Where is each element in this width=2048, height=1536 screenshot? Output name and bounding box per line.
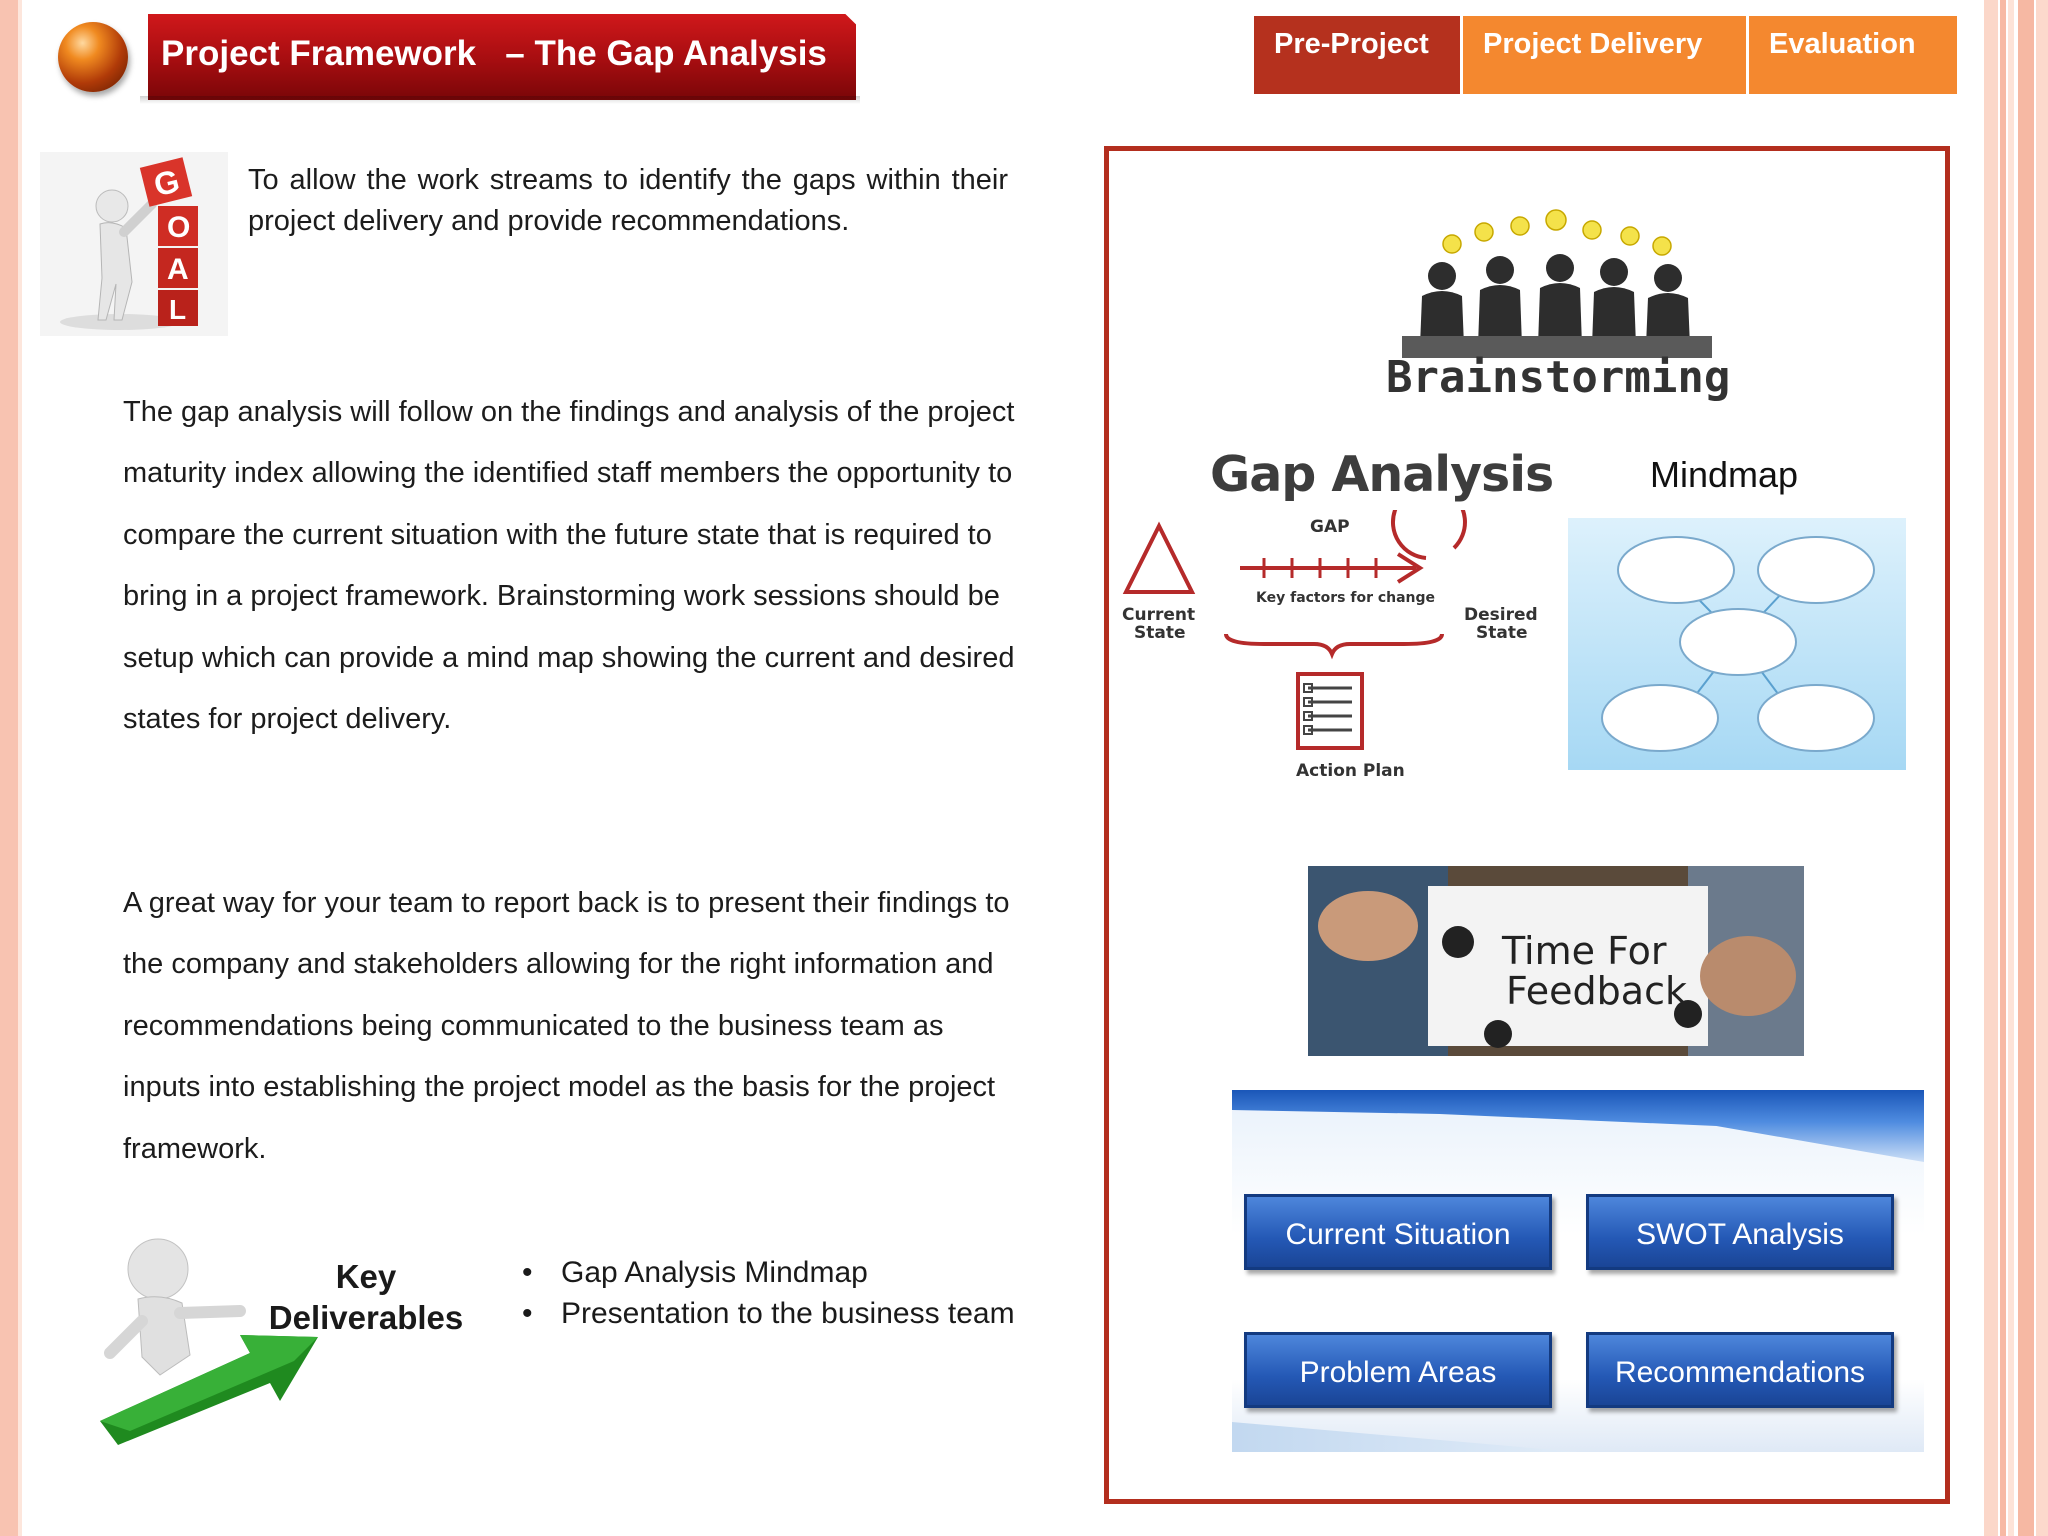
gap-analysis-title: Gap Analysis xyxy=(1210,446,1554,503)
goal-letter-o: O xyxy=(167,211,190,244)
brainstorming-label: Brainstorming xyxy=(1386,352,1731,403)
mindmap-title: Mindmap xyxy=(1650,454,1799,495)
gap-analysis-paragraph: The gap analysis will follow on the find… xyxy=(123,396,1015,736)
desired-state-label-2: State xyxy=(1476,623,1528,643)
goal-letter-a: A xyxy=(167,253,189,286)
swot-analysis-button[interactable]: SWOT Analysis xyxy=(1586,1194,1894,1270)
key-deliverables-label: Key Deliverables xyxy=(268,1258,464,1336)
time-for-feedback-image: Time For Feedback xyxy=(1308,866,1804,1056)
brainstorming-people-image xyxy=(1402,209,1712,358)
recommendations-button[interactable]: Recommendations xyxy=(1586,1332,1894,1408)
goal-text: To allow the work streams to identify th… xyxy=(248,164,1008,237)
title-banner-shadow xyxy=(140,96,860,104)
right-border-stripes xyxy=(1984,0,2048,1536)
swot-panel-top-wave xyxy=(1232,1090,1924,1162)
phase-tab-pre-project[interactable]: Pre-Project xyxy=(1254,16,1460,94)
gap-analysis-diagram: Current State GAP Key factors for change… xyxy=(1122,510,1538,781)
action-plan-icon xyxy=(1296,672,1364,750)
deliverables-list: Gap Analysis Mindmap Presentation to the… xyxy=(516,1252,1016,1334)
current-state-label-2: State xyxy=(1134,623,1186,643)
current-situation-button[interactable]: Current Situation xyxy=(1244,1194,1552,1270)
gap-label: GAP xyxy=(1310,517,1350,537)
report-back-paragraph: A great way for your team to report back… xyxy=(123,887,1010,1165)
phase-tab-evaluation[interactable]: Evaluation xyxy=(1749,16,1957,94)
action-plan-label: Action Plan xyxy=(1296,761,1405,781)
desired-state-label-1: Desired xyxy=(1464,605,1538,625)
mindmap-diagram xyxy=(1568,518,1906,770)
goal-blocks-image: G O A L xyxy=(40,152,228,336)
deliverable-item: Presentation to the business team xyxy=(516,1293,1016,1334)
right-panel-frame xyxy=(1104,146,1950,1504)
phase-tab-project-delivery[interactable]: Project Delivery xyxy=(1463,16,1746,94)
figure-on-arrow-image xyxy=(100,1238,318,1445)
feedback-text-2: Feedback xyxy=(1506,969,1687,1013)
desired-state-circle-icon xyxy=(1390,510,1467,560)
triangle-icon xyxy=(1122,521,1196,594)
title-banner xyxy=(148,14,856,100)
goal-letter-l: L xyxy=(169,294,186,325)
left-border-stripe-light xyxy=(18,0,22,1536)
key-factors-label: Key factors for change xyxy=(1256,590,1435,606)
feedback-text-1: Time For xyxy=(1501,929,1667,973)
left-border-stripe xyxy=(0,0,18,1536)
page-title: Project Framework – The Gap Analysis xyxy=(161,34,827,73)
problem-areas-button[interactable]: Problem Areas xyxy=(1244,1332,1552,1408)
current-state-label-1: Current xyxy=(1122,605,1195,625)
orb-icon xyxy=(58,22,128,92)
deliverable-item: Gap Analysis Mindmap xyxy=(516,1252,1016,1293)
goal-blocks: G O A L xyxy=(139,157,198,326)
